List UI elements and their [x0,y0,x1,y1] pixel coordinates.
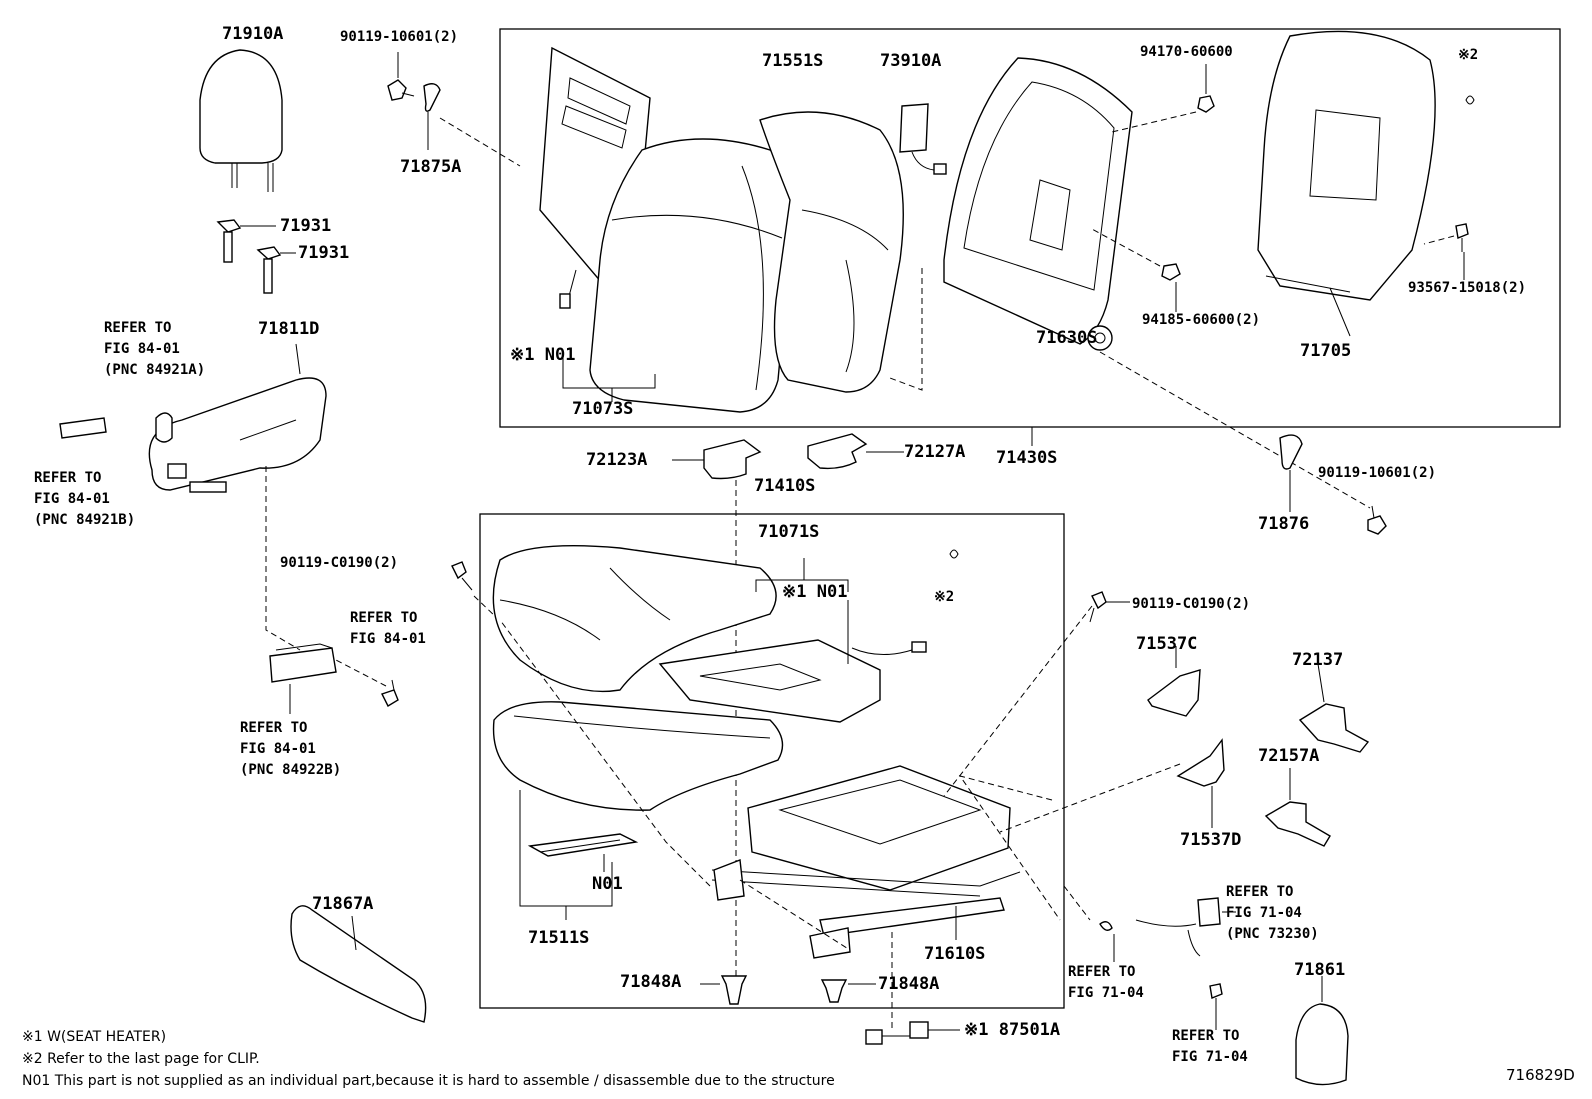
hinge-cover-part [703,439,762,480]
screw-part [1455,223,1469,239]
nut-part [1161,263,1181,281]
part-label-71537D: 71537D [1180,830,1242,850]
part-label-90119-10601-top: 90119-10601(2) [340,29,459,45]
side-shield-part [148,377,327,493]
trim-clip-part [423,83,441,112]
bracket-part [1147,669,1201,717]
part-label-72137: 72137 [1292,650,1344,670]
part-label-90119-C0190-left: 90119-C0190(2) [280,555,399,571]
part-label-71551S: 71551S [762,51,824,71]
part-label-N01: N01 [592,874,623,894]
part-label-90119-C0190-right: 90119-C0190(2) [1132,596,1251,612]
reference-fig-84-01-c: REFER TO FIG 84-01 [350,610,426,647]
bolt-part [1367,505,1387,535]
mark-1: ※1 [782,582,807,602]
hinge-cover-part [807,433,868,470]
seatbelt-buckle-part [1099,897,1223,999]
mark-1: ※1 [510,345,535,365]
heater-module-part [899,103,947,175]
seatback-frame-part [943,57,1133,351]
part-label-93567-15018: 93567-15018(2) [1408,280,1527,296]
part-label-71876: 71876 [1258,514,1310,534]
mark-1: ※1 [964,1020,989,1040]
part-label-71705: 71705 [1300,341,1352,361]
part-label-71848A: 71848A [878,974,940,994]
bolt-part [1089,591,1107,623]
headrest-part [199,49,283,192]
headrest-support-part [216,219,282,294]
clip-part [720,975,748,1005]
connector-label: ※1 87501A [964,1022,1060,1039]
part-label-94185-60600: 94185-60600(2) [1142,312,1261,328]
bolt-part [387,79,415,101]
bolt-part [451,561,473,591]
part-label-71875A: 71875A [400,157,462,177]
part-label-72127A: 72127A [904,442,966,462]
switch-knob-part [59,417,107,439]
part-label-71867A: 71867A [312,894,374,914]
part-label-73910A: 73910A [880,51,942,71]
part-label-71071S: 71071S [758,522,820,542]
part-label-N01: N01 [816,582,848,602]
part-label-94170-60600: 94170-60600 [1140,44,1233,60]
cover-part [1264,801,1331,847]
seat-track-part [711,765,1021,959]
cushion-cover-part [492,545,777,693]
part-label-71410S: 71410S [754,476,816,496]
part-label-71073S: 71073S [572,399,634,419]
part-label-71861: 71861 [1294,960,1346,980]
bracket-part [1176,738,1225,787]
seatback-pad-part [759,111,904,393]
part-label-71811D: 71811D [258,319,320,339]
end-cover-part [1295,1003,1349,1086]
footnote-seat-heater: ※1 W(SEAT HEATER) [22,1029,167,1045]
mark-2: ※2 [934,589,955,605]
part-label-71430S: 71430S [996,448,1058,468]
nut-part [1197,95,1215,113]
cushion-heater-part [658,639,927,723]
clip-part [949,549,959,559]
seatback-group-box [499,28,1561,428]
seat-switch-part [269,643,337,683]
part-label-71848A: 71848A [620,972,682,992]
part-label-N01: N01 [544,345,576,365]
cushion-group-box [479,513,1065,1009]
reference-fig-84-01-a: REFER TO FIG 84-01 (PNC 84921A) [104,320,206,378]
reference-fig-84-01-b: REFER TO FIG 84-01 (PNC 84921B) [34,470,136,528]
bolt-part [381,679,399,707]
heater-mark-top: ※1 N01 [510,347,575,364]
mark-2: ※2 [1458,47,1479,63]
diagram-id: 716829D [1506,1066,1575,1084]
cover-part [1298,703,1370,753]
heater-mark-mid: ※1 N01 [782,584,847,601]
part-label-71610S: 71610S [924,944,986,964]
part-label-72123A: 72123A [586,450,648,470]
reference-fig-71-04-b: REFER TO FIG 71-04 [1068,964,1144,1001]
part-label-90119-10601-right: 90119-10601(2) [1318,465,1437,481]
trim-clip-part [1279,434,1303,470]
seatback-cover-part [589,138,794,413]
part-label-71630S: 71630S [1036,328,1098,348]
footnote-clip: ※2 Refer to the last page for CLIP. [22,1051,260,1067]
connector-part [865,1021,929,1045]
part-label-72157A: 72157A [1258,746,1320,766]
part-label-71910A: 71910A [222,24,284,44]
part-label-71511S: 71511S [528,928,590,948]
reference-fig-84-01-d: REFER TO FIG 84-01 (PNC 84922B) [240,720,342,778]
switch-knob-part [155,412,173,443]
trim-strip-part [290,905,427,1023]
cushion-pad-part [492,701,784,811]
part-label-71931: 71931 [280,216,332,236]
seatback-board-part [1257,30,1436,301]
clip-part [820,979,848,1003]
part-label-87501A: 87501A [998,1020,1061,1040]
part-label-71537C: 71537C [1136,634,1198,654]
part-label-71931: 71931 [298,243,350,263]
clip-part [1465,95,1475,105]
cushion-insert-part [527,833,639,857]
footnote-n01: N01 This part is not supplied as an indi… [22,1073,835,1089]
reference-fig-71-04-c: REFER TO FIG 71-04 [1172,1028,1248,1065]
reference-fig-71-04-a: REFER TO FIG 71-04 (PNC 73230) [1226,884,1319,942]
